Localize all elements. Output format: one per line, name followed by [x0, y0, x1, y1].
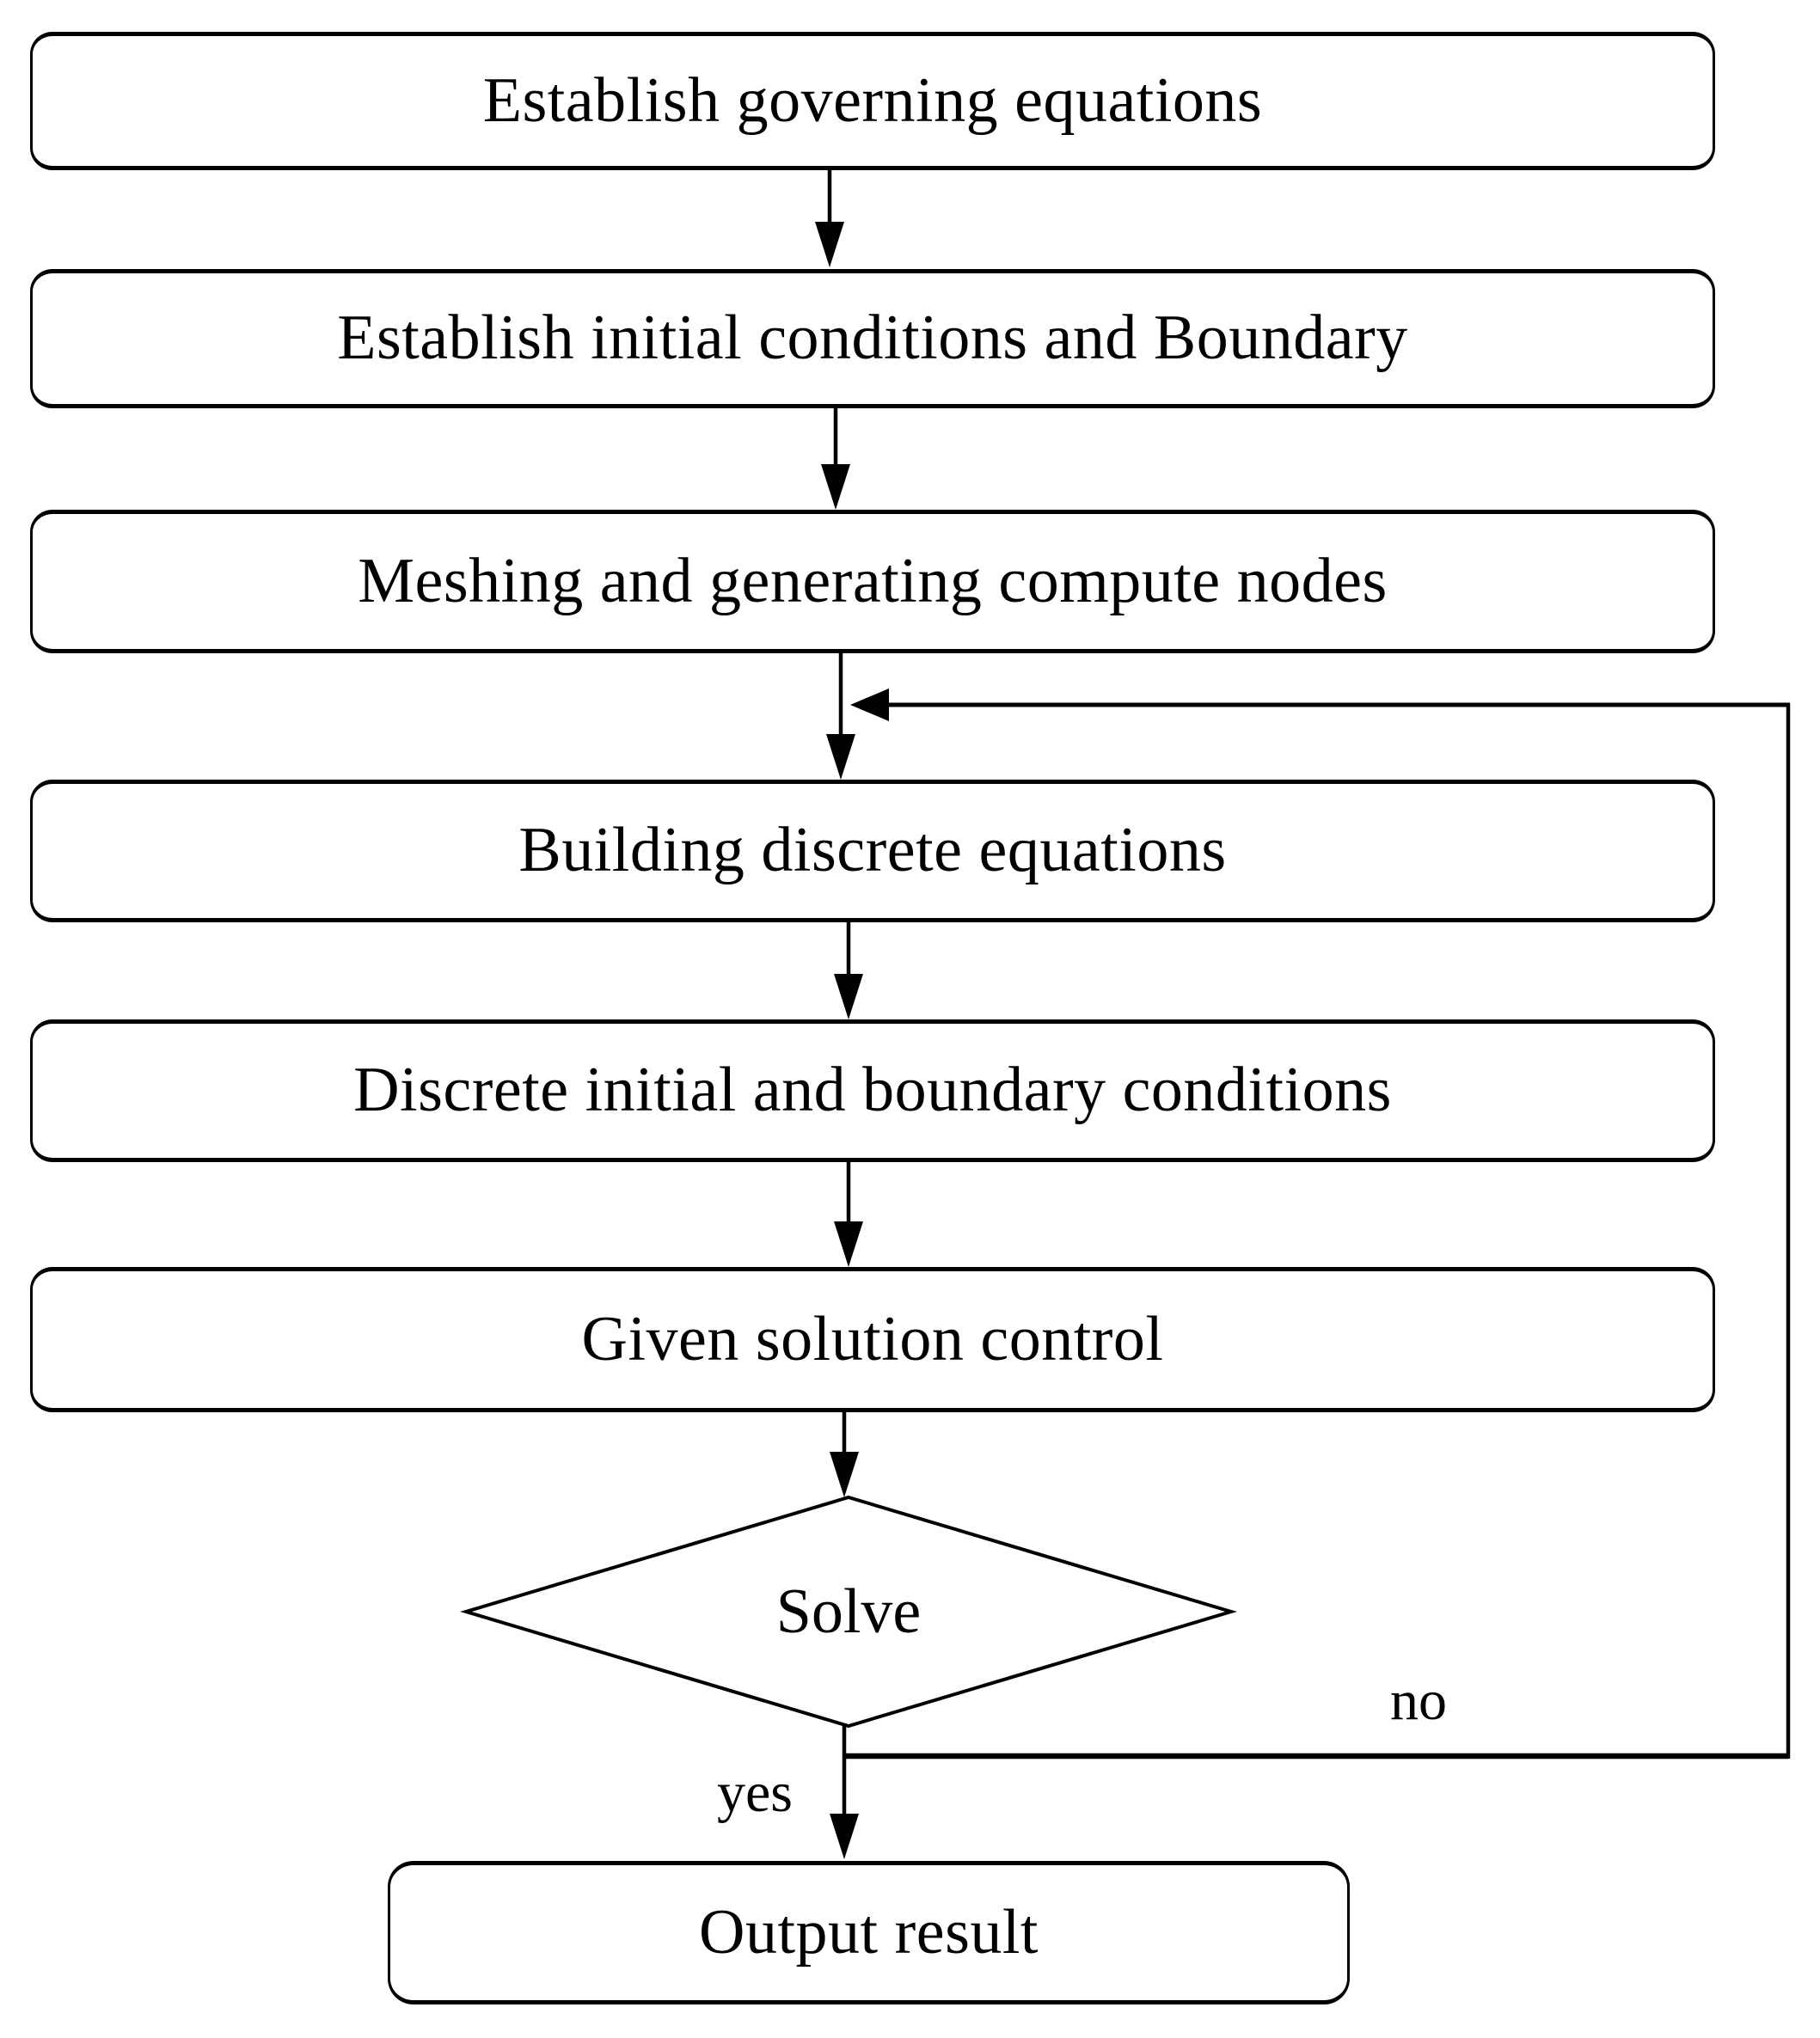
arrow-decision-output-head	[830, 1814, 859, 1859]
arrow-step1-step2-head	[815, 222, 844, 267]
arrow-step6-decision-head	[830, 1452, 859, 1497]
node-establish-governing-equations: Establish governing equations	[30, 32, 1715, 170]
edge-label-no: no	[1390, 1669, 1447, 1732]
node-meshing-and-generating-compute-nodes: Meshing and generating compute nodes	[30, 510, 1715, 653]
node-building-discrete-equations: Building discrete equations	[30, 780, 1715, 922]
arrow-step2-step3-head	[821, 464, 850, 510]
arrow-step3-step4-head	[826, 734, 855, 780]
loop-no-arrow-head	[850, 689, 889, 721]
edge-label-yes: yes	[717, 1761, 793, 1824]
node-given-solution-control: Given solution control	[30, 1267, 1715, 1412]
node-discrete-initial-and-boundary-conditions: Discrete initial and boundary conditions	[30, 1019, 1715, 1162]
arrow-step5-step6-head	[834, 1221, 863, 1267]
node-establish-initial-conditions-and-boundary: Establish initial conditions and Boundar…	[30, 269, 1715, 408]
arrow-step4-step5-head	[834, 974, 863, 1019]
decision-diamond-shape	[460, 1495, 1237, 1729]
decision-solve-label: Solve	[775, 1576, 922, 1647]
node-output-result: Output result	[388, 1861, 1350, 2004]
